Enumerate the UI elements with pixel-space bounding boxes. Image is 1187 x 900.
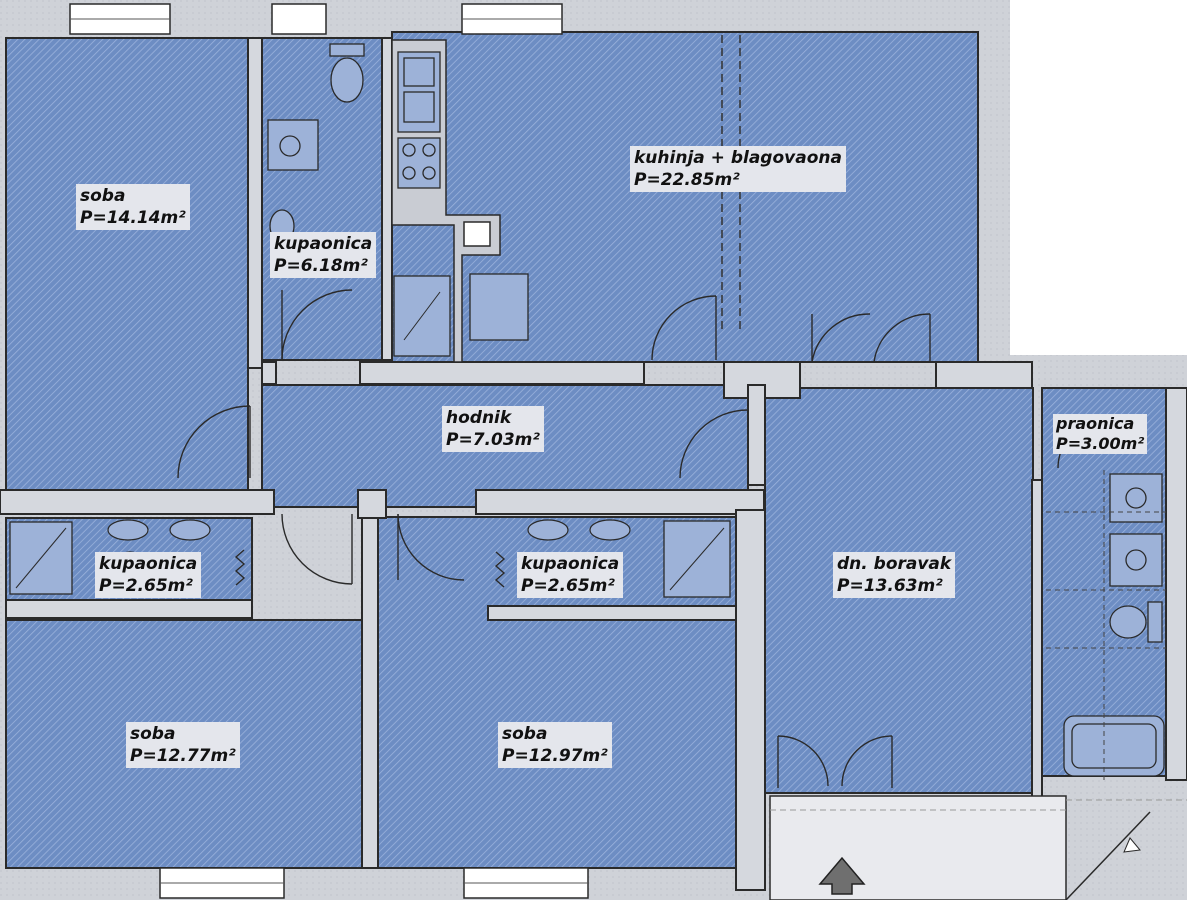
window-lines <box>70 18 588 884</box>
terrace <box>769 795 1187 900</box>
bathtub-icon <box>1063 715 1165 777</box>
praonica-dashed <box>1046 470 1166 780</box>
room-area: P=2.65m² <box>99 576 193 596</box>
doors <box>177 289 1107 788</box>
room-area: P=7.03m² <box>446 430 540 450</box>
room-kuhinja <box>391 31 979 363</box>
room-name: kupaonica <box>274 234 373 254</box>
sink-icon <box>397 51 441 133</box>
entrance-arrow-icon <box>818 856 866 895</box>
room-area: P=3.00m² <box>1056 434 1145 453</box>
shower-icon <box>9 520 731 598</box>
room-label-kuhinja: kuhinja + blagovaona P=22.85m² <box>630 146 846 192</box>
room-name: soba <box>80 186 126 206</box>
room-label-kupaonica-2: kupaonica P=2.65m² <box>95 552 202 598</box>
room-area: P=2.65m² <box>521 576 615 596</box>
room-label-soba-1: soba P=14.14m² <box>76 184 190 230</box>
room-label-soba-3: soba P=12.97m² <box>498 722 612 768</box>
room-label-kupaonica-1: kupaonica P=6.18m² <box>270 232 377 278</box>
room-area: P=14.14m² <box>80 208 186 228</box>
room-label-praonica: praonica P=3.00m² <box>1053 414 1148 454</box>
room-kupaonica-1 <box>261 37 383 361</box>
room-label-hodnik: hodnik P=7.03m² <box>442 406 544 452</box>
room-label-kupaonica-3: kupaonica P=2.65m² <box>517 552 624 598</box>
washbasin-icon <box>267 119 319 171</box>
radiator-icon <box>234 549 506 588</box>
partitions <box>0 37 1187 891</box>
room-soba-1 <box>5 37 249 491</box>
room-name: dn. boravak <box>837 554 952 574</box>
room-name: praonica <box>1056 414 1135 433</box>
room-label-boravak: dn. boravak P=13.63m² <box>833 552 956 598</box>
room-name: soba <box>130 724 176 744</box>
room-name: kupaonica <box>99 554 198 574</box>
room-area: P=12.97m² <box>502 746 608 766</box>
room-area: P=6.18m² <box>274 256 368 276</box>
room-area: P=13.63m² <box>837 576 943 596</box>
stove-icon <box>397 137 441 189</box>
room-name: kupaonica <box>521 554 620 574</box>
room-label-soba-2: soba P=12.77m² <box>126 722 240 768</box>
room-name: kuhinja + blagovaona <box>634 148 842 168</box>
room-area: P=12.77m² <box>130 746 236 766</box>
room-name: soba <box>502 724 548 744</box>
room-area: P=22.85m² <box>634 170 740 190</box>
washbasin-small-icon <box>107 519 631 591</box>
room-name: hodnik <box>446 408 512 428</box>
appliance-icon <box>393 273 529 357</box>
washing-machine-icon <box>1109 473 1163 643</box>
